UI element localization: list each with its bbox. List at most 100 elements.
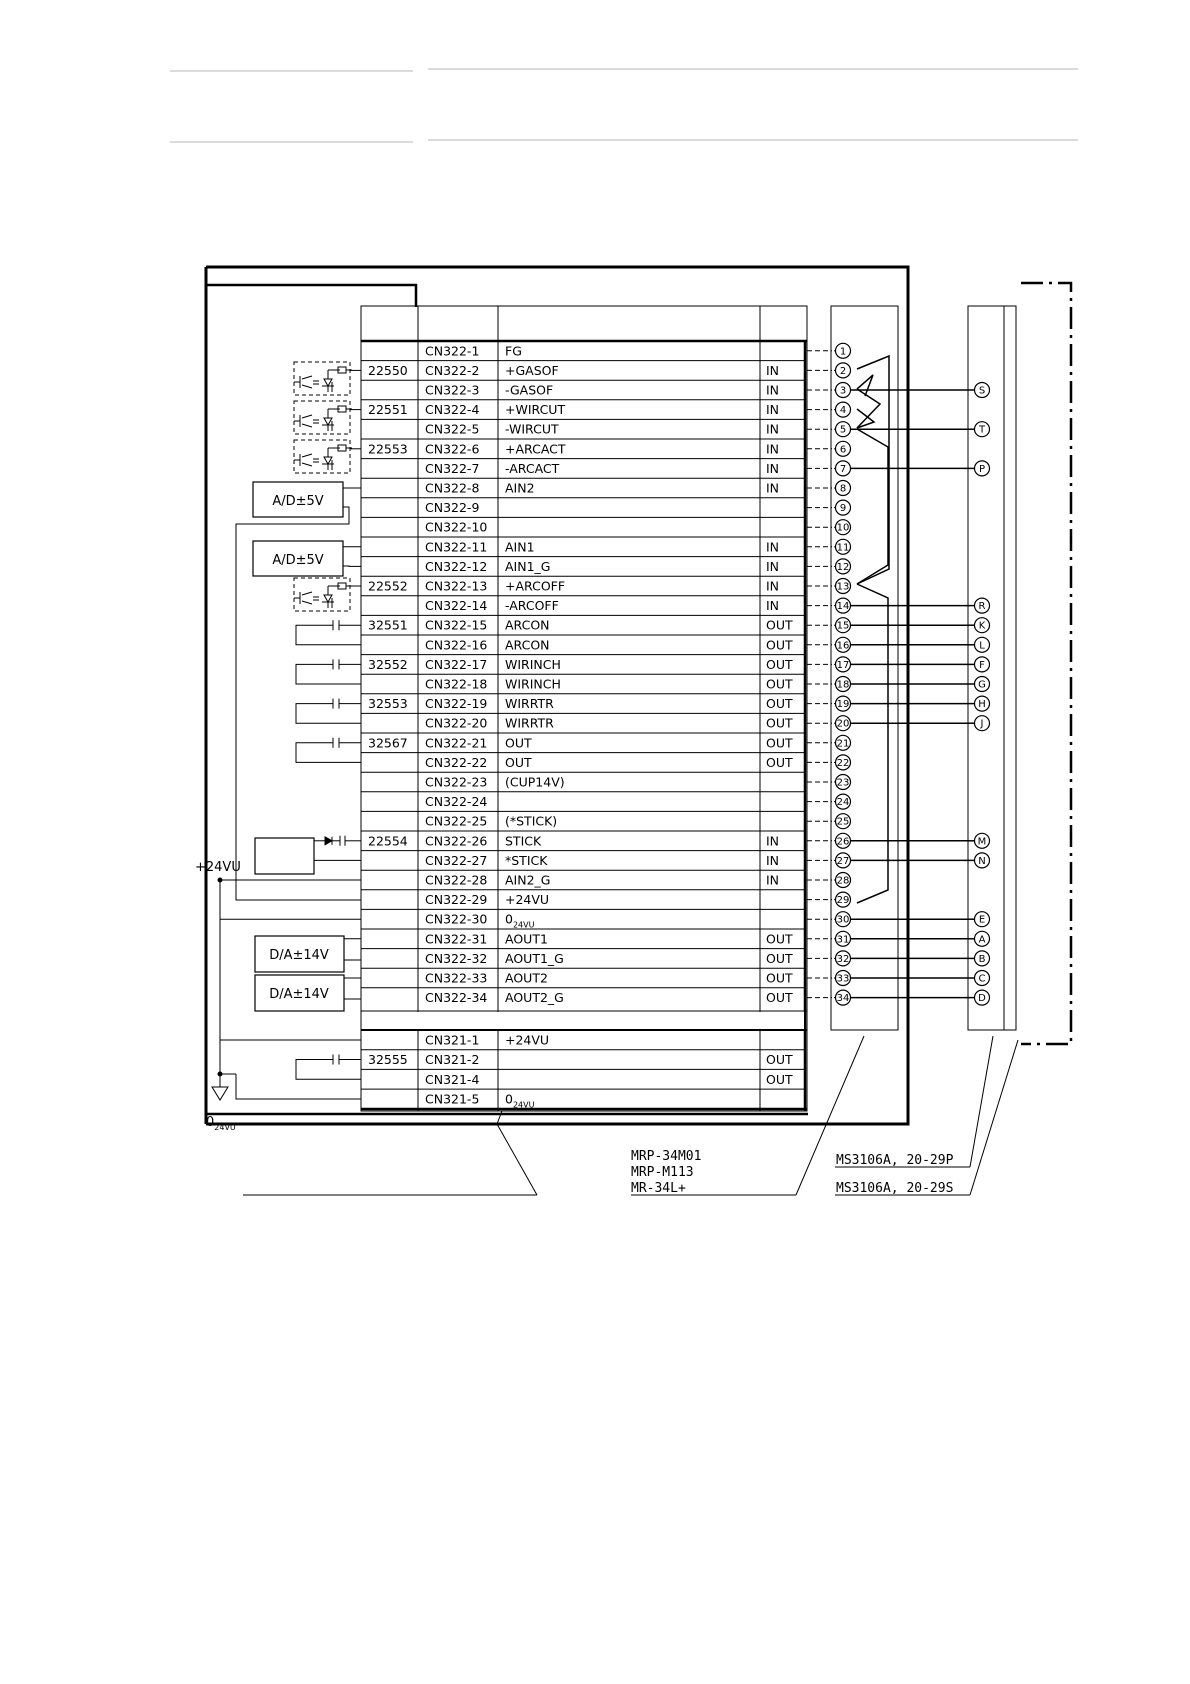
ad-converter-1-label: A/D±5V xyxy=(272,494,323,509)
pin-circle: 25 xyxy=(834,813,852,830)
pin-number: 7 xyxy=(840,464,846,475)
row-connector-pin: CN322-33 xyxy=(425,971,487,986)
mil-pin-letter: G xyxy=(978,680,986,691)
mil-pin-circle: K xyxy=(973,617,991,634)
row-connector-pin: CN322-19 xyxy=(425,696,487,711)
pin-circle: 26 xyxy=(834,832,852,849)
row-connector-pin: CN322-12 xyxy=(425,559,487,574)
pin-number: 17 xyxy=(837,660,850,671)
row-signal: -ARCACT xyxy=(505,461,560,476)
row-direction: IN xyxy=(766,559,779,574)
mil-pin-letter: R xyxy=(979,601,986,612)
mrp-label-1: MRP-34M01 xyxy=(631,1149,701,1164)
mil-pin-letter: B xyxy=(979,954,986,965)
row-direction: OUT xyxy=(766,990,793,1005)
pin-circle: 6 xyxy=(834,440,852,457)
pin-circle: 29 xyxy=(834,891,852,908)
ground-label: 024VU xyxy=(206,1115,236,1132)
row2-connector-pin: CN321-2 xyxy=(425,1052,479,1067)
mil-pin-letter: M xyxy=(978,836,987,847)
row-code: 22551 xyxy=(368,402,408,417)
row-direction: OUT xyxy=(766,735,793,750)
row-signal: +GASOF xyxy=(505,363,559,378)
pin-circle: 18 xyxy=(834,675,852,693)
mil-pin-letter: T xyxy=(978,425,986,436)
row2-connector-pin: CN321-1 xyxy=(425,1032,479,1047)
row-signal: -ARCOFF xyxy=(505,598,559,613)
pin-circle: 27 xyxy=(834,852,852,869)
row-signal: AOUT1_G xyxy=(505,951,564,966)
row-connector-pin: CN322-6 xyxy=(425,441,479,456)
row-connector-pin: CN322-2 xyxy=(425,363,479,378)
row-signal: FG xyxy=(505,343,522,358)
row-connector-pin: CN322-5 xyxy=(425,422,479,437)
row-connector-pin: CN322-26 xyxy=(425,833,487,848)
row-direction: OUT xyxy=(766,931,793,946)
mrp-connector-labels: MRP-34M01 MRP-M113 MR-34L+ xyxy=(631,1149,701,1196)
row-code: 32553 xyxy=(368,696,408,711)
pin-circle: 13 xyxy=(834,577,852,595)
mil-pin-letter: D xyxy=(978,993,986,1004)
pin-number: 1 xyxy=(840,346,846,357)
row-direction: IN xyxy=(766,598,779,613)
mil-pin-letter: E xyxy=(979,915,985,926)
row-direction: OUT xyxy=(766,677,793,692)
da-converter-1-label: D/A±14V xyxy=(269,948,329,963)
pin-circle: 23 xyxy=(834,773,852,791)
row-connector-pin: CN322-29 xyxy=(425,892,487,907)
input-photocouplers xyxy=(293,361,351,612)
row2-direction: OUT xyxy=(766,1052,793,1067)
row-signal: AIN1_G xyxy=(505,559,550,574)
pin-number: 13 xyxy=(837,582,850,593)
pin-number: 33 xyxy=(837,974,850,985)
pin-number: 31 xyxy=(837,934,850,945)
mil-pin-circle: S xyxy=(973,381,991,399)
row-direction: IN xyxy=(766,579,779,594)
pin-circle: 31 xyxy=(834,930,852,947)
unit-frame xyxy=(204,265,910,1126)
mrp-label-2: MRP-M113 xyxy=(631,1165,694,1180)
row-signal: WIRRTR xyxy=(505,696,554,711)
pin-number: 8 xyxy=(840,484,846,495)
pin-number: 26 xyxy=(837,836,850,847)
row-connector-pin: CN322-14 xyxy=(425,598,487,613)
row-signal: +WIRCUT xyxy=(505,402,565,417)
row-connector-pin: CN322-30 xyxy=(425,912,487,927)
row-connector-pin: CN322-27 xyxy=(425,853,487,868)
row-signal: OUT xyxy=(505,755,532,770)
mil-pin-letter: J xyxy=(980,719,984,730)
pin-number: 20 xyxy=(837,719,850,730)
pin-circle: 5 xyxy=(834,421,852,438)
ground-symbol xyxy=(211,1073,236,1101)
row-signal: +24VU xyxy=(505,892,549,907)
ms-label-2: MS3106A, 20-29S xyxy=(836,1181,953,1196)
row-signal: AIN2 xyxy=(505,481,535,496)
row-connector-pin: CN322-1 xyxy=(425,343,479,358)
crossover-wires xyxy=(856,354,890,904)
pin-circle: 33 xyxy=(834,969,852,987)
pin-circle: 8 xyxy=(834,479,852,497)
row-direction: OUT xyxy=(766,971,793,986)
pin-number: 15 xyxy=(837,621,850,632)
header-rules xyxy=(170,68,1078,143)
pin-circle: 17 xyxy=(834,656,852,673)
row2-code: 32555 xyxy=(368,1052,408,1067)
row-connector-pin: CN322-4 xyxy=(425,402,479,417)
pin-circle: 20 xyxy=(834,715,852,732)
terminal-table xyxy=(360,305,808,1112)
row2-signal: +24VU xyxy=(505,1032,549,1047)
row-signal: OUT xyxy=(505,735,532,750)
pin-circle: 14 xyxy=(834,597,852,614)
row2-connector-pin: CN321-4 xyxy=(425,1072,479,1087)
pin-circle: 2 xyxy=(834,362,852,379)
mil-pin-letter: K xyxy=(979,621,986,632)
pin-number: 21 xyxy=(837,738,850,749)
row-code: 32552 xyxy=(368,657,408,672)
row-connector-pin: CN322-18 xyxy=(425,677,487,692)
row-signal: AOUT2 xyxy=(505,971,548,986)
row-connector-pin: CN322-8 xyxy=(425,481,479,496)
pin-number: 22 xyxy=(837,758,850,769)
mil-pin-circle: L xyxy=(973,636,991,653)
mil-pin-circle: D xyxy=(973,989,991,1006)
